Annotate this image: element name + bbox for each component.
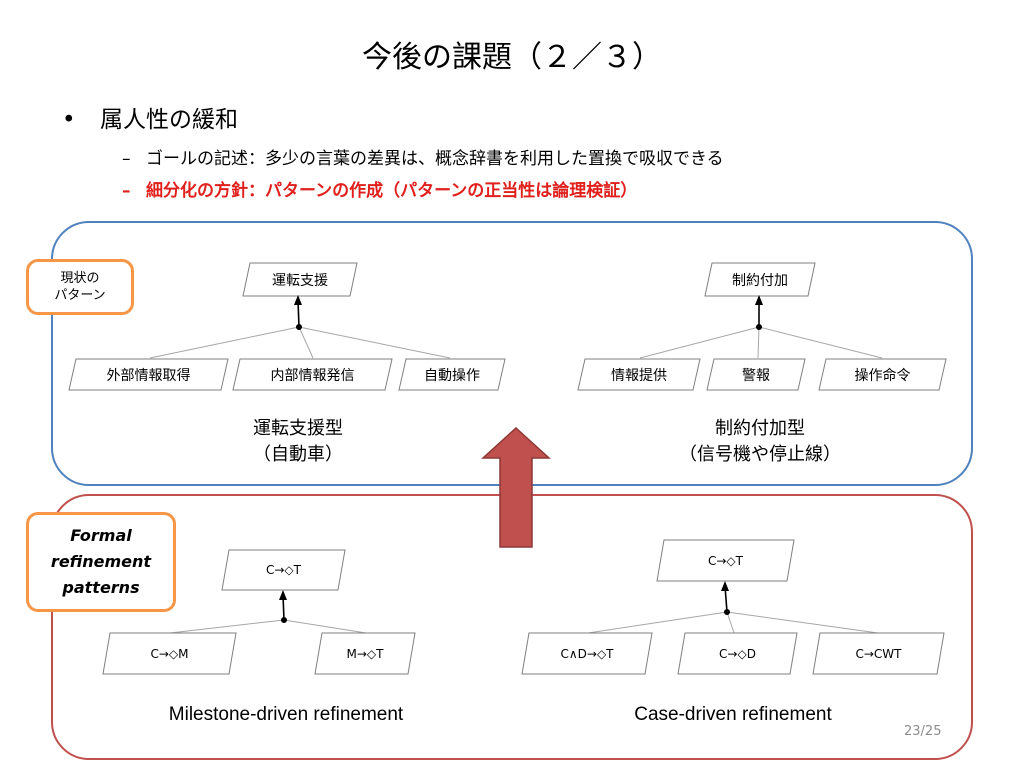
subitem-dash-2: – [122, 181, 131, 201]
node-label-goal: C→◇T [708, 553, 743, 568]
up-arrow-icon [481, 426, 551, 548]
caption-seiyaku-fuka: 制約付加型 （信号機や停止線） [640, 416, 880, 468]
node-label-child: 内部情報発信 [270, 367, 355, 384]
child-node-naibu [232, 358, 393, 391]
subitem-text-1: ゴールの記述：多少の言葉の差異は、概念辞書を利用した置換で吸収できる [146, 149, 724, 169]
node-label-child: 自動操作 [424, 367, 480, 384]
goal-node-seiyaku-fuka [704, 262, 816, 297]
goal-node-case [656, 539, 795, 582]
caption-line-2: （自動車） [253, 444, 343, 465]
subitem-dash-1: – [122, 149, 131, 169]
child-node-c-m [102, 632, 237, 675]
caption-line-2: （信号機や停止線） [679, 444, 841, 465]
child-node-cd-t [521, 632, 653, 675]
node-label-child: 情報提供 [611, 367, 667, 384]
bullet-marker: • [62, 107, 76, 133]
node-label-goal: 制約付加 [732, 272, 788, 289]
current-right-tree [577, 262, 947, 391]
current-patterns-callout: 現状の パターン [26, 259, 134, 315]
node-label-goal: 運転支援 [272, 272, 328, 289]
goal-node-unten-shien [242, 262, 358, 297]
goal-node-milestone [221, 549, 346, 591]
child-node-jouhou-teikyou [577, 358, 701, 391]
callout-line-1: Formal [70, 526, 132, 545]
child-node-keihou [706, 358, 806, 391]
caption-line-1: 制約付加型 [715, 418, 805, 439]
child-node-m-t [314, 632, 416, 675]
up-arrowhead-icon [279, 590, 287, 600]
up-arrowhead-icon [721, 581, 729, 591]
bullet-text: 属人性の緩和 [100, 107, 238, 133]
page-number: 23/25 [904, 724, 942, 739]
node-label-child: C→◇M [150, 646, 189, 661]
formal-right-tree [521, 539, 945, 675]
caption-case-driven: Case-driven refinement [634, 704, 832, 725]
node-label-child: C→CWT [855, 646, 902, 661]
node-label-child: C→◇D [719, 646, 756, 661]
callout-line-3: patterns [62, 578, 140, 597]
formal-left-tree [102, 549, 416, 675]
child-node-jidou [398, 358, 506, 391]
slide-title: 今後の課題（２／３） [362, 40, 662, 75]
subitem-text-2: 細分化の方針：パターンの作成（パターンの正当性は論理検証） [146, 181, 638, 201]
node-label-goal: C→◇T [266, 563, 301, 577]
child-node-gaibu [68, 358, 229, 391]
caption-line-1: 運転支援型 [253, 418, 343, 439]
child-node-c-d [677, 632, 798, 675]
up-arrowhead-icon [755, 295, 763, 305]
up-arrowhead-icon [294, 295, 302, 305]
current-left-tree [68, 262, 506, 391]
child-node-sousa-meirei [818, 358, 947, 391]
node-label-child: C∧D→◇T [560, 646, 614, 661]
child-node-c-cwt [812, 632, 945, 675]
node-label-child: 操作命令 [854, 367, 911, 384]
node-label-child: 外部情報取得 [106, 367, 191, 384]
caption-milestone-driven: Milestone-driven refinement [168, 704, 404, 725]
callout-line-2: refinement [50, 552, 152, 571]
callout-line-2: パターン [54, 288, 106, 303]
node-label-child: 警報 [742, 367, 770, 384]
node-label-child: M→◇T [346, 646, 384, 661]
callout-line-1: 現状の [60, 271, 100, 286]
caption-unten-shien: 運転支援型 （自動車） [198, 416, 398, 468]
formal-patterns-callout: Formal refinement patterns [26, 512, 176, 612]
